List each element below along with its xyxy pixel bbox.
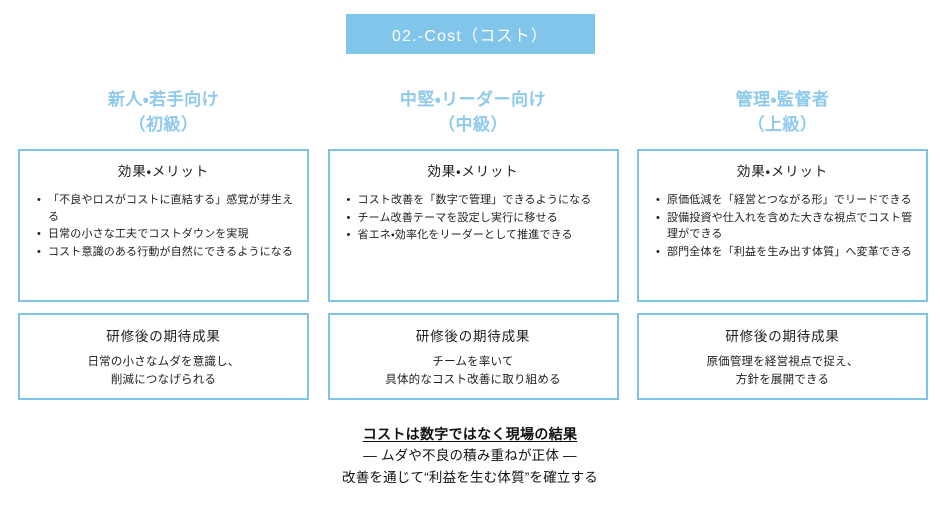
list-item: 部門全体を「利益を生み出す体質」へ変革できる (656, 244, 914, 261)
merit-card-title: 効果・メリット (427, 164, 519, 180)
list-item: 省エネ・効率化をリーダーとして推進できる (347, 227, 605, 244)
merit-bullet-list: コスト改善を「数字で管理」できるようになる チーム改善テーマを設定し実行に移せる… (340, 192, 607, 244)
list-item: 原価低減を「経営とつながる形」でリードできる (656, 192, 914, 209)
column-heading-advanced: 管理・監督者 （上級） (637, 88, 928, 137)
column-heading-sub: （初級） (128, 114, 199, 134)
column-heading-beginner: 新人・若手向け （初級） (18, 88, 309, 137)
outcome-line: 削減につなげられる (110, 374, 217, 387)
outcome-card-text: 原価管理を経営視点で捉え、 方針を展開できる (706, 354, 858, 390)
outcome-card-text: チームを率いて 具体的なコスト改善に取り組める (385, 354, 561, 390)
outcome-card-title: 研修後の期待成果 (725, 329, 840, 345)
list-item: チーム改善テーマを設定し実行に移せる (347, 210, 605, 227)
list-item: 設備投資や仕入れを含めた大きな視点でコスト管理ができる (656, 210, 914, 243)
column-heading-sub: （上級） (747, 114, 818, 134)
outcome-line: 日常の小さなムダを意識し、 (87, 356, 240, 369)
banner-container: 02.-Cost（コスト） (0, 14, 940, 54)
column-beginner: 新人・若手向け （初級） 効果・メリット 「不良やロスがコストに直結する」感覚が… (18, 88, 309, 401)
outcome-card-beginner: 研修後の期待成果 日常の小さなムダを意識し、 削減につなげられる (18, 313, 309, 401)
merit-card-title: 効果・メリット (736, 164, 829, 180)
column-heading-intermediate: 中堅・リーダー向け （中級） (328, 88, 619, 137)
merit-card-intermediate: 効果・メリット コスト改善を「数字で管理」できるようになる チーム改善テーマを設… (327, 149, 619, 303)
outcome-line: 具体的なコスト改善に取り組める (385, 374, 561, 387)
column-intermediate: 中堅・リーダー向け （中級） 効果・メリット コスト改善を「数字で管理」できるよ… (327, 88, 619, 401)
merit-bullet-list: 「不良やロスがコストに直結する」感覚が芽生える 日常の小さな工夫でコストダウンを… (30, 192, 297, 260)
outcome-card-title: 研修後の期待成果 (415, 329, 531, 345)
footer-line-3: 改善を通じて“利益を生む体質”を確立する (342, 469, 598, 485)
list-item: コスト改善を「数字で管理」できるようになる (347, 192, 605, 209)
outcome-line: 方針を展開できる (735, 374, 830, 387)
outcome-line: チームを率いて (432, 356, 514, 369)
list-item: コスト意識のある行動が自然にできるようになる (37, 244, 295, 261)
column-heading-main: 管理・監督者 (735, 90, 830, 109)
levels-columns: 新人・若手向け （初級） 効果・メリット 「不良やロスがコストに直結する」感覚が… (18, 88, 928, 401)
section-title-banner: 02.-Cost（コスト） (345, 14, 595, 54)
outcome-card-intermediate: 研修後の期待成果 チームを率いて 具体的なコスト改善に取り組める (327, 313, 619, 401)
merit-card-title: 効果・メリット (117, 164, 210, 180)
list-item: 日常の小さな工夫でコストダウンを実現 (37, 226, 295, 243)
column-heading-sub: （中級） (438, 114, 508, 134)
footer-summary: コストは数字ではなく現場の結果 — ムダや不良の積み重ねが正体 — 改善を通じて… (0, 424, 940, 488)
column-heading-main: 中堅・リーダー向け (399, 90, 547, 109)
merit-card-beginner: 効果・メリット 「不良やロスがコストに直結する」感覚が芽生える 日常の小さな工夫… (18, 149, 309, 303)
merit-card-advanced: 効果・メリット 原価低減を「経営とつながる形」でリードできる 設備投資や仕入れを… (637, 149, 928, 303)
column-advanced: 管理・監督者 （上級） 効果・メリット 原価低減を「経営とつながる形」でリードで… (637, 88, 928, 401)
footer-line-2: — ムダや不良の積み重ねが正体 — (363, 448, 577, 463)
merit-bullet-list: 原価低減を「経営とつながる形」でリードできる 設備投資や仕入れを含めた大きな視点… (649, 192, 916, 260)
column-heading-main: 新人・若手向け (107, 90, 220, 109)
list-item: 「不良やロスがコストに直結する」感覚が芽生える (37, 192, 295, 225)
footer-lead-text: コストは数字ではなく現場の結果 (362, 426, 578, 442)
outcome-line: 原価管理を経営視点で捉え、 (706, 356, 859, 369)
outcome-card-text: 日常の小さなムダを意識し、 削減につなげられる (87, 354, 239, 390)
outcome-card-advanced: 研修後の期待成果 原価管理を経営視点で捉え、 方針を展開できる (637, 313, 928, 401)
outcome-card-title: 研修後の期待成果 (106, 329, 221, 345)
